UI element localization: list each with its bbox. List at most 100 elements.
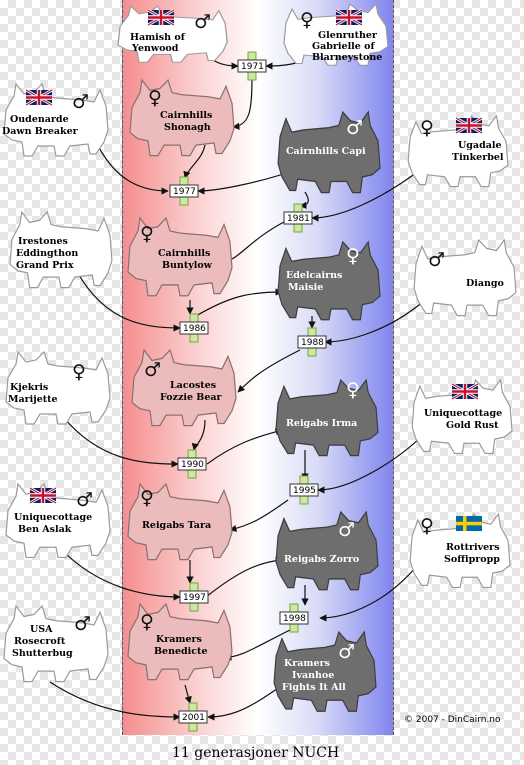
svg-text:1981: 1981 — [287, 214, 310, 224]
svg-text:1988: 1988 — [301, 338, 324, 348]
dog-goldrust[interactable]: Uniquecottage Gold Rust — [411, 379, 513, 455]
svg-text:Uniquecottage: Uniquecottage — [14, 512, 92, 523]
svg-text:Maisie: Maisie — [288, 282, 323, 293]
svg-text:Tinkerbel: Tinkerbel — [452, 152, 504, 163]
male-symbol-icon: ♂ — [144, 359, 161, 381]
svg-text:Fights It All: Fights It All — [282, 682, 346, 693]
mating-1995[interactable]: 1995 — [289, 475, 319, 505]
svg-text:Uniquecottage: Uniquecottage — [424, 408, 502, 419]
svg-text:Oudenarde: Oudenarde — [10, 114, 69, 125]
svg-text:Irestones: Irestones — [18, 236, 68, 247]
female-symbol-icon: ♀ — [72, 361, 86, 383]
mating-1998[interactable]: 1998 — [279, 603, 309, 633]
svg-text:1997: 1997 — [183, 593, 206, 603]
uk-flag-icon — [148, 10, 174, 25]
uk-flag-icon — [30, 488, 56, 503]
svg-text:Blarneystone: Blarneystone — [312, 52, 382, 63]
mating-1971[interactable]: 1971 — [237, 51, 267, 81]
dog-ugadale[interactable]: ♀ Ugadale Tinkerbel — [407, 115, 509, 188]
male-symbol-icon: ♂ — [72, 91, 89, 113]
dog-tara[interactable]: ♀ Reigabs Tara — [127, 483, 233, 561]
dog-oudenarde[interactable]: ♂ Oudenarde Dawn Breaker — [2, 83, 109, 157]
svg-text:Grand Prix: Grand Prix — [16, 260, 74, 271]
dog-shonagh[interactable]: ♀ Cairnhills Shonagh — [129, 79, 235, 157]
female-symbol-icon: ♀ — [346, 379, 360, 401]
uk-flag-icon — [456, 118, 482, 133]
svg-text:Ben Aslak: Ben Aslak — [18, 524, 72, 535]
svg-text:Cairnhills: Cairnhills — [160, 110, 212, 121]
svg-text:Kjekris: Kjekris — [10, 382, 48, 393]
dog-irestones[interactable]: Irestones Eddingthon Grand Prix — [9, 211, 113, 289]
svg-text:Cairnhills Capi: Cairnhills Capi — [286, 146, 366, 157]
svg-text:Eddingthon: Eddingthon — [16, 248, 78, 259]
svg-text:Benedicte: Benedicte — [154, 646, 208, 657]
svg-text:Diango: Diango — [466, 278, 504, 289]
uk-flag-icon — [336, 10, 362, 25]
mating-1997[interactable]: 1997 — [179, 582, 209, 612]
svg-text:Fozzie Bear: Fozzie Bear — [160, 392, 223, 403]
svg-text:Gabrielle of: Gabrielle of — [312, 41, 375, 52]
svg-text:Reigabs Zorro: Reigabs Zorro — [284, 554, 359, 565]
svg-text:Buntylow: Buntylow — [162, 260, 213, 271]
dog-soffipropp[interactable]: ♀ Rottrivers Soffipropp — [409, 513, 511, 589]
svg-text:Kramers: Kramers — [284, 658, 330, 669]
svg-text:Cairnhills: Cairnhills — [158, 248, 210, 259]
male-symbol-icon: ♂ — [338, 641, 355, 663]
footer-title: 11 generasjoner NUCH — [172, 745, 339, 761]
male-symbol-icon: ♂ — [346, 117, 363, 139]
female-symbol-icon: ♀ — [346, 245, 360, 267]
svg-text:Reigabs Irma: Reigabs Irma — [286, 418, 357, 429]
dog-ivanhoe[interactable]: ♂ Kramers Ivanhoe Fights It All — [273, 631, 377, 712]
female-symbol-icon: ♀ — [420, 117, 434, 139]
svg-text:Soffipropp: Soffipropp — [444, 554, 500, 565]
svg-text:USA: USA — [30, 624, 53, 635]
mating-1990[interactable]: 1990 — [177, 449, 207, 479]
svg-text:Reigabs Tara: Reigabs Tara — [142, 520, 211, 531]
female-symbol-icon: ♀ — [300, 9, 314, 31]
mating-1986[interactable]: 1986 — [179, 313, 209, 343]
svg-text:1986: 1986 — [183, 324, 206, 334]
female-symbol-icon: ♀ — [140, 611, 154, 633]
dog-diango[interactable]: ♂ Diango — [413, 239, 517, 317]
female-symbol-icon: ♀ — [140, 487, 154, 509]
svg-text:1990: 1990 — [181, 460, 204, 470]
dog-hamish[interactable]: ♂ Hamish of Yenwood — [117, 5, 228, 63]
female-symbol-icon: ♀ — [148, 87, 162, 109]
mating-1977[interactable]: 1977 — [169, 176, 199, 206]
male-symbol-icon: ♂ — [428, 249, 445, 271]
svg-text:Shutterbug: Shutterbug — [12, 648, 73, 659]
sweden-flag-icon — [456, 516, 482, 531]
dog-buntylow[interactable]: ♀ Cairnhills Buntylow — [127, 217, 233, 297]
dog-rosecroft[interactable]: ♂ USA Rosecroft Shutterbug — [3, 605, 109, 683]
dog-glenruther[interactable]: ♀ Glenruther Gabrielle of Blarneystone — [283, 3, 389, 66]
svg-text:Edelcairns: Edelcairns — [286, 270, 342, 281]
mating-2001[interactable]: 2001 — [178, 702, 208, 732]
svg-text:Shonagh: Shonagh — [164, 122, 211, 133]
svg-text:1998: 1998 — [283, 614, 306, 624]
svg-text:Ugadale: Ugadale — [458, 140, 502, 151]
dog-kjekris[interactable]: ♀ Kjekris Marijette — [5, 351, 111, 425]
dog-maisie[interactable]: ♀ Edelcairns Maisie — [277, 241, 381, 321]
dog-benedicte[interactable]: ♀ Kramers Benedicte — [127, 603, 233, 681]
dog-capi[interactable]: ♂ Cairnhills Capi — [277, 111, 381, 194]
svg-text:Yenwood: Yenwood — [131, 43, 179, 54]
female-symbol-icon: ♀ — [140, 223, 154, 245]
male-symbol-icon: ♂ — [76, 489, 93, 511]
mating-1988[interactable]: 1988 — [297, 327, 327, 357]
svg-text:Rottrivers: Rottrivers — [446, 542, 500, 553]
svg-text:1995: 1995 — [293, 486, 316, 496]
svg-text:1977: 1977 — [173, 187, 196, 197]
svg-text:Dawn Breaker: Dawn Breaker — [2, 126, 79, 137]
mating-1981[interactable]: 1981 — [283, 203, 313, 233]
dog-irma[interactable]: ♀ Reigabs Irma — [275, 379, 379, 457]
copyright-notice: © 2007 - DinCairn.no — [404, 715, 501, 725]
dog-fozzie[interactable]: ♂ Lacostes Fozzie Bear — [131, 349, 237, 427]
svg-text:Kramers: Kramers — [156, 634, 202, 645]
svg-text:Lacostes: Lacostes — [170, 380, 216, 391]
dog-benaslak[interactable]: ♂ Uniquecottage Ben Aslak — [5, 483, 111, 559]
svg-text:Gold Rust: Gold Rust — [446, 420, 499, 431]
male-symbol-icon: ♂ — [194, 11, 211, 33]
svg-text:Hamish of: Hamish of — [130, 32, 186, 43]
dog-zorro[interactable]: ♂ Reigabs Zorro — [275, 511, 379, 591]
